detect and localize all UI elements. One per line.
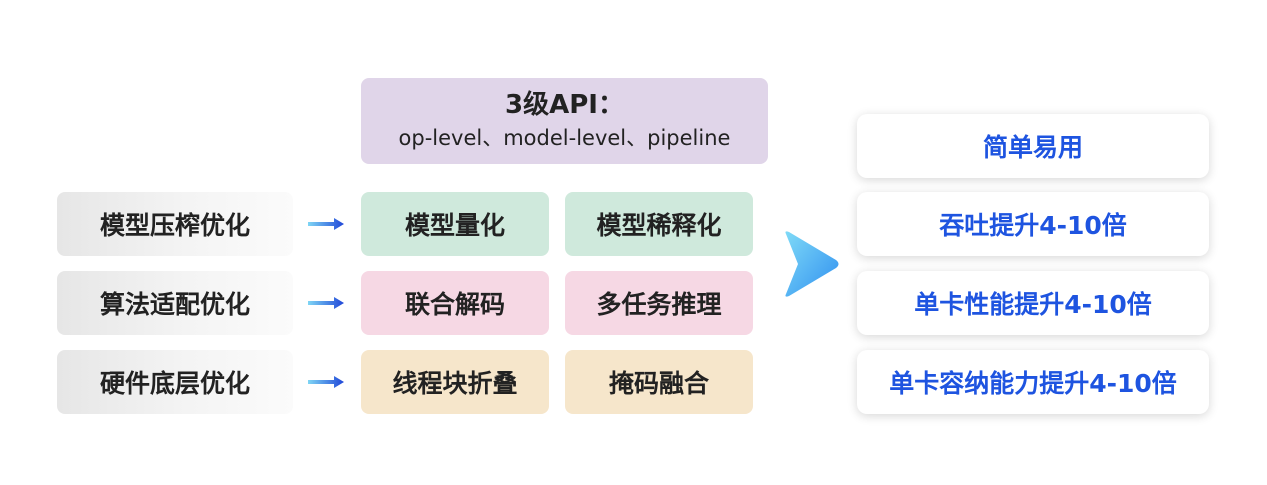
api-title: 3级API： <box>505 90 624 120</box>
technique-mask-fusion: 掩码融合 <box>565 350 753 414</box>
play-arrow-icon <box>785 231 839 297</box>
optimization-hardware-level: 硬件底层优化 <box>57 350 293 414</box>
result-easy-to-use: 简单易用 <box>857 114 1209 178</box>
optimization-algorithm-adaptation: 算法适配优化 <box>57 271 293 335</box>
technique-multitask-inference: 多任务推理 <box>565 271 753 335</box>
api-subtitle: op-level、model-level、pipeline <box>398 126 731 150</box>
technique-model-sparsification: 模型稀释化 <box>565 192 753 256</box>
arrow-right-icon <box>308 218 344 230</box>
technique-model-quantization: 模型量化 <box>361 192 549 256</box>
result-throughput-boost: 吞吐提升4-10倍 <box>857 192 1209 256</box>
arrow-right-icon <box>308 297 344 309</box>
optimization-model-compression: 模型压榨优化 <box>57 192 293 256</box>
arrow-right-icon <box>308 376 344 388</box>
technique-thread-block-folding: 线程块折叠 <box>361 350 549 414</box>
result-single-card-capacity: 单卡容纳能力提升4-10倍 <box>857 350 1209 414</box>
api-header-box: 3级API： op-level、model-level、pipeline <box>361 78 768 164</box>
result-single-card-performance: 单卡性能提升4-10倍 <box>857 271 1209 335</box>
technique-joint-decoding: 联合解码 <box>361 271 549 335</box>
